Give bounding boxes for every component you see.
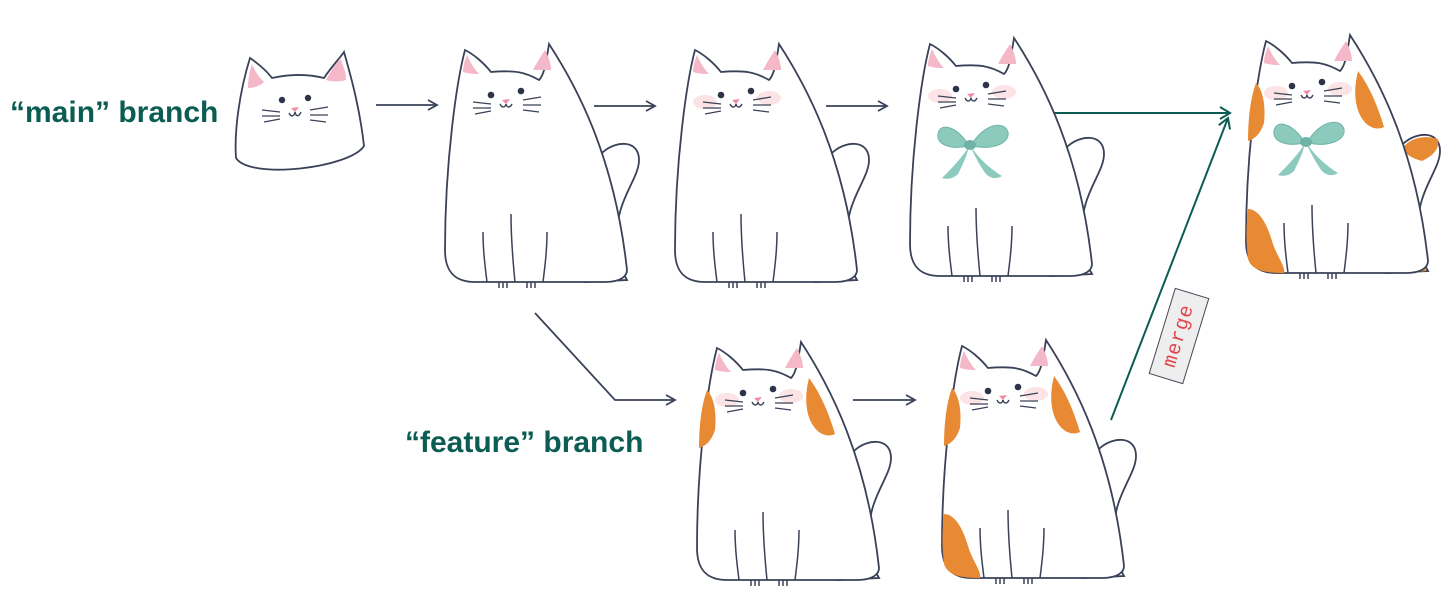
ear-right [326,58,346,82]
bow-icon [937,124,1009,179]
whiskers [969,392,1039,411]
nose [291,107,299,112]
eye-left [952,85,960,93]
cheek-right [757,91,781,105]
nose [502,99,510,104]
mouth [751,401,765,406]
ear-left [1264,46,1280,65]
calico-patch-tail [1402,137,1439,161]
arrow-merge [1110,116,1231,421]
ear-left [960,351,976,370]
ear-left [928,49,944,68]
ear-left [463,55,479,74]
eye-right [304,94,312,102]
ear-right [533,50,551,70]
calico-patch-right-face [1051,376,1080,434]
ear-left [715,353,731,372]
cat-main-2 [444,41,640,288]
calico-patch-left-face [699,390,716,448]
mouth [499,103,513,108]
nose [732,99,740,104]
mouth [996,399,1010,404]
mouth [729,103,743,108]
cat-legs [947,207,1013,282]
main-branch-label: “main” branch [10,96,219,129]
calico-patch-right-face [1355,71,1384,129]
cat-main-3 [674,41,870,288]
cat-body-outline [1245,32,1429,274]
feature-branch-label: “feature” branch [405,426,644,459]
ear-right [998,44,1016,64]
eye-left [487,91,495,99]
whiskers [724,394,794,413]
whiskers [937,90,1007,109]
main-branch-arrows [376,99,1232,120]
nose [999,395,1007,400]
mouth [1300,94,1314,99]
ear-right [1030,346,1048,366]
cat-legs [734,511,800,586]
eye-right [517,87,525,95]
calico-patch-bottom [942,514,981,578]
eye-left [717,91,725,99]
ear-right [785,348,803,368]
cat-merged [1245,32,1441,279]
eye-left [984,387,992,395]
nose [754,397,762,402]
nose [967,93,975,98]
eye-left [739,389,747,397]
eye-right [1318,78,1326,86]
cheek-right [992,85,1016,99]
ear-left [248,64,264,88]
cat-main-1 [234,49,365,171]
cat-legs [979,509,1045,584]
nose [1303,90,1311,95]
cat-body-outline [941,337,1125,579]
calico-patch-bottom [1246,209,1285,273]
mouth [964,97,978,102]
ear-right [763,50,781,70]
cat-main-4 [909,35,1105,282]
whiskers [1273,87,1343,106]
cheek-right [1328,82,1352,96]
cat-legs [482,213,548,288]
cat-body-outline [444,41,628,283]
cat-feature-2 [941,337,1137,584]
eye-left [278,96,286,104]
eye-right [1014,383,1022,391]
calico-patch-right-face [806,378,835,436]
cheek-right [1024,387,1048,401]
cheek-right [779,389,803,403]
calico-patch-left-face [944,388,961,446]
whiskers [472,96,542,115]
eye-right [747,87,755,95]
ear-right [1334,41,1352,61]
whiskers [261,106,329,123]
eye-right [982,81,990,89]
arrow-branch-off [534,312,677,406]
eye-right [769,385,777,393]
cat-legs [712,213,778,288]
mouth [288,111,302,117]
cat-body-outline [674,41,858,283]
ear-left [693,55,709,74]
bow-icon [1273,121,1345,176]
calico-patch-left-face [1248,83,1265,141]
whiskers [702,96,772,115]
cat-body-outline [909,35,1093,277]
eye-left [1288,82,1296,90]
cat-legs [1283,204,1349,279]
cat-body-outline [696,339,880,581]
cat-head-outline [234,49,365,171]
cat-feature-1 [696,339,892,586]
